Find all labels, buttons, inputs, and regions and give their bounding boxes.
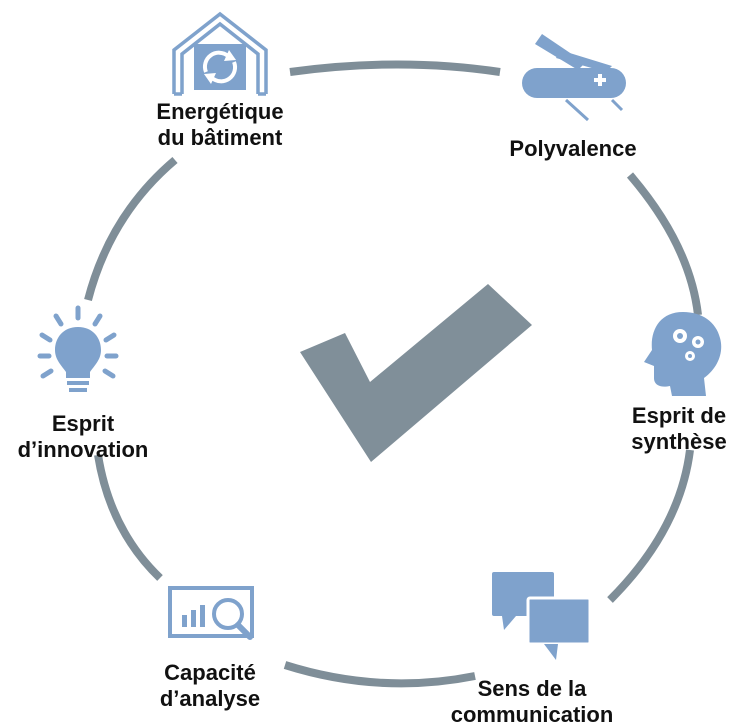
ring-arc-top-left [84, 156, 178, 302]
speech-bubbles-icon [492, 572, 592, 660]
ring-arc-top [289, 60, 501, 76]
lightbulb-icon [37, 305, 119, 392]
ring-arc-bottom-left [94, 454, 163, 581]
label-line-1: Esprit [51, 411, 115, 436]
label-line-2: communication [450, 702, 614, 727]
node-label-synthese: Esprit de synthèse [620, 403, 738, 455]
cycle-ring [84, 60, 702, 688]
label-line-1: Energétique [156, 99, 284, 124]
ring-arc-top-right [626, 172, 702, 316]
label-line-1: Sens de la [477, 676, 587, 701]
monitor-chart-magnifier-icon [168, 586, 254, 640]
head-gears-icon [644, 312, 722, 396]
building-recycle-icon [172, 11, 268, 96]
node-label-polyvalence: Polyvalence [478, 136, 668, 162]
label-line-2: du bâtiment [157, 125, 283, 150]
check-mark-icon [300, 284, 532, 462]
node-label-energetique: Energétique du bâtiment [120, 99, 320, 151]
node-label-innovation: Esprit d’innovation [8, 411, 158, 463]
ring-arc-bottom [283, 661, 476, 688]
node-label-communication: Sens de la communication [432, 676, 632, 728]
label-line-2: d’innovation [17, 437, 149, 462]
label-line-1: Capacité [164, 660, 256, 685]
label-line-1: Polyvalence [509, 136, 637, 161]
label-line-1: Esprit de [631, 403, 727, 428]
label-line-2: synthèse [631, 429, 727, 454]
swiss-army-knife-icon [522, 34, 626, 122]
ring-arc-bottom-right [607, 449, 694, 603]
node-label-analyse: Capacité d’analyse [120, 660, 300, 712]
label-line-2: d’analyse [159, 686, 261, 711]
